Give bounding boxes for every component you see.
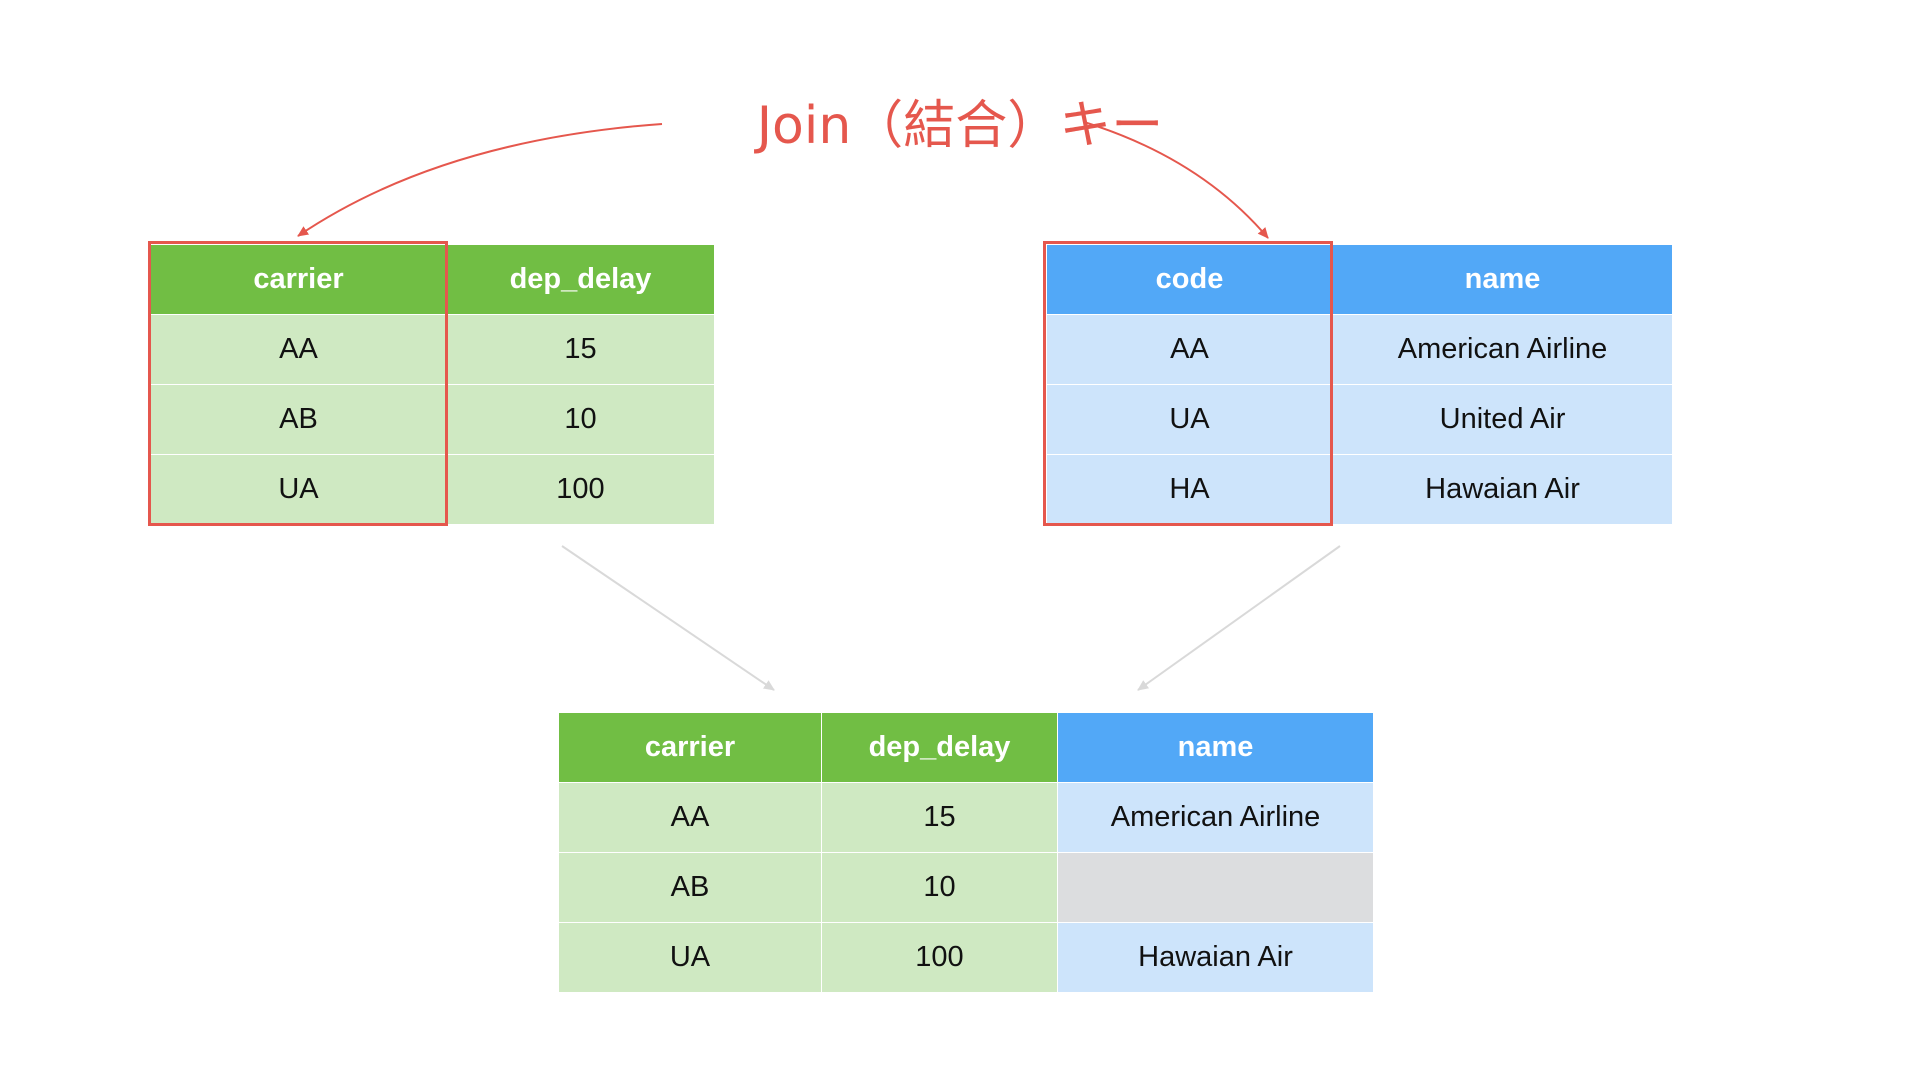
right-flow-arrow <box>1137 545 1341 691</box>
right-join-key-highlight <box>1043 241 1333 526</box>
left-cell-dep-delay: 15 <box>446 314 715 385</box>
right-cell-name: United Air <box>1332 384 1673 455</box>
left-flow-arrow <box>561 545 775 691</box>
result-table-header-row: carrier dep_delay name <box>558 712 1374 783</box>
result-header-name: name <box>1057 712 1374 783</box>
right-header-code: code <box>1046 244 1333 315</box>
result-table: carrier dep_delay name AA 15 American Ai… <box>558 712 1374 993</box>
left-table: carrier dep_delay AA 15 AB 10 UA 100 <box>150 244 715 525</box>
right-header-name: name <box>1332 244 1673 315</box>
result-cell-dep-delay: 15 <box>821 782 1058 853</box>
result-cell-carrier: AB <box>558 852 822 923</box>
join-key-title: Join（結合）キー <box>756 96 1164 156</box>
table-row: UA 100 Hawaian Air <box>558 922 1374 993</box>
table-row: AA 15 American Airline <box>558 782 1374 853</box>
left-header-dep-delay: dep_delay <box>446 244 715 315</box>
right-cell-name: Hawaian Air <box>1332 454 1673 525</box>
left-join-key-highlight <box>148 241 448 526</box>
table-row: AB 10 <box>150 384 715 455</box>
table-row: AB 10 <box>558 852 1374 923</box>
left-cell-dep-delay: 100 <box>446 454 715 525</box>
right-cell-name: American Airline <box>1332 314 1673 385</box>
result-header-carrier: carrier <box>558 712 822 783</box>
result-cell-carrier: AA <box>558 782 822 853</box>
result-cell-carrier: UA <box>558 922 822 993</box>
result-header-dep-delay: dep_delay <box>821 712 1058 783</box>
table-row: UA 100 <box>150 454 715 525</box>
left-cell-dep-delay: 10 <box>446 384 715 455</box>
left-cell-carrier: UA <box>150 454 447 525</box>
table-row: AA American Airline <box>1046 314 1673 385</box>
result-cell-dep-delay: 100 <box>821 922 1058 993</box>
result-cell-name: American Airline <box>1057 782 1374 853</box>
left-table-header-row: carrier dep_delay <box>150 244 715 315</box>
table-row: UA United Air <box>1046 384 1673 455</box>
left-header-carrier: carrier <box>150 244 447 315</box>
result-cell-name-empty <box>1057 852 1374 923</box>
right-cell-code: UA <box>1046 384 1333 455</box>
result-cell-dep-delay: 10 <box>821 852 1058 923</box>
right-table-header-row: code name <box>1046 244 1673 315</box>
right-cell-code: AA <box>1046 314 1333 385</box>
left-cell-carrier: AB <box>150 384 447 455</box>
result-cell-name: Hawaian Air <box>1057 922 1374 993</box>
